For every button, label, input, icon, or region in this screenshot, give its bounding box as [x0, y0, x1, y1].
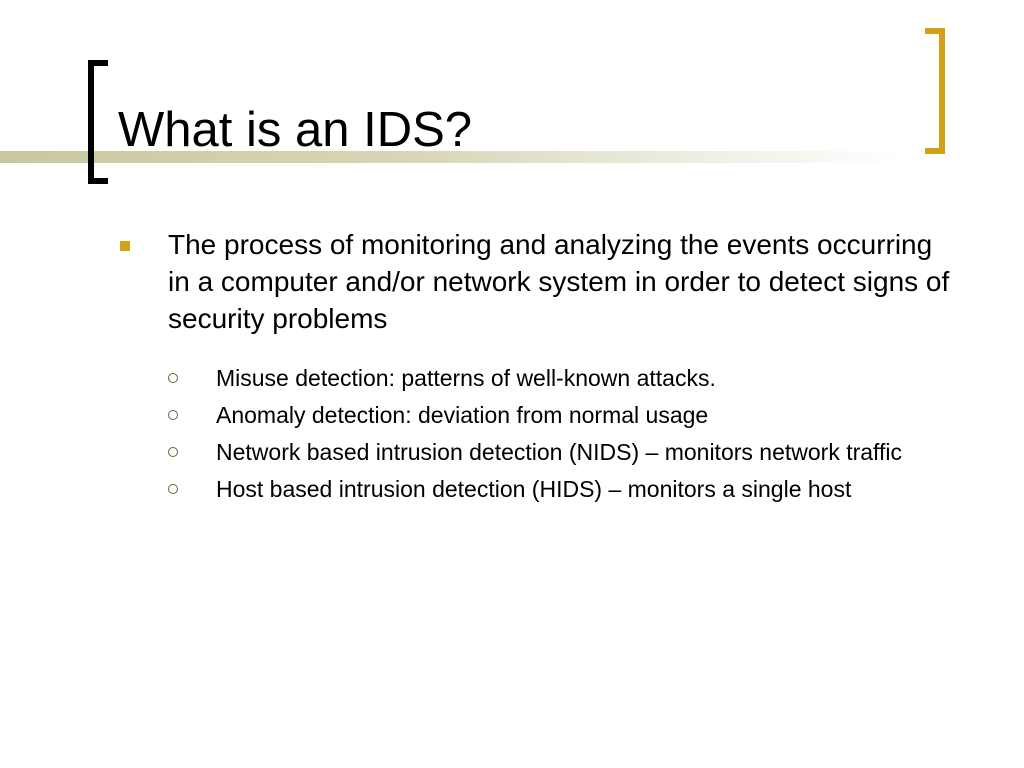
sub-bullet-item: Network based intrusion detection (NIDS)… — [166, 438, 958, 467]
sub-bullet-item: Anomaly detection: deviation from normal… — [166, 401, 958, 430]
sub-bullet-text: Anomaly detection: deviation from normal… — [216, 402, 709, 428]
sub-bullet-item: Misuse detection: patterns of well-known… — [166, 364, 958, 393]
sub-bullet-text: Host based intrusion detection (HIDS) – … — [216, 476, 852, 502]
circle-bullet-icon — [168, 410, 178, 420]
title-underline-rule — [0, 151, 900, 163]
sub-bullet-text: Network based intrusion detection (NIDS)… — [216, 439, 903, 465]
circle-bullet-icon — [168, 447, 178, 457]
bullet-item: The process of monitoring and analyzing … — [118, 226, 958, 337]
circle-bullet-icon — [168, 484, 178, 494]
circle-bullet-icon — [168, 373, 178, 383]
sub-bullet-list: Misuse detection: patterns of well-known… — [118, 364, 958, 504]
slide-content: The process of monitoring and analyzing … — [118, 226, 958, 512]
left-bracket-decoration — [88, 60, 108, 184]
right-bracket-decoration — [925, 28, 945, 154]
square-bullet-icon — [120, 241, 130, 251]
slide-title: What is an IDS? — [118, 103, 473, 157]
sub-bullet-text: Misuse detection: patterns of well-known… — [216, 365, 716, 391]
sub-bullet-item: Host based intrusion detection (HIDS) – … — [166, 475, 958, 504]
bullet-text: The process of monitoring and analyzing … — [168, 229, 950, 334]
